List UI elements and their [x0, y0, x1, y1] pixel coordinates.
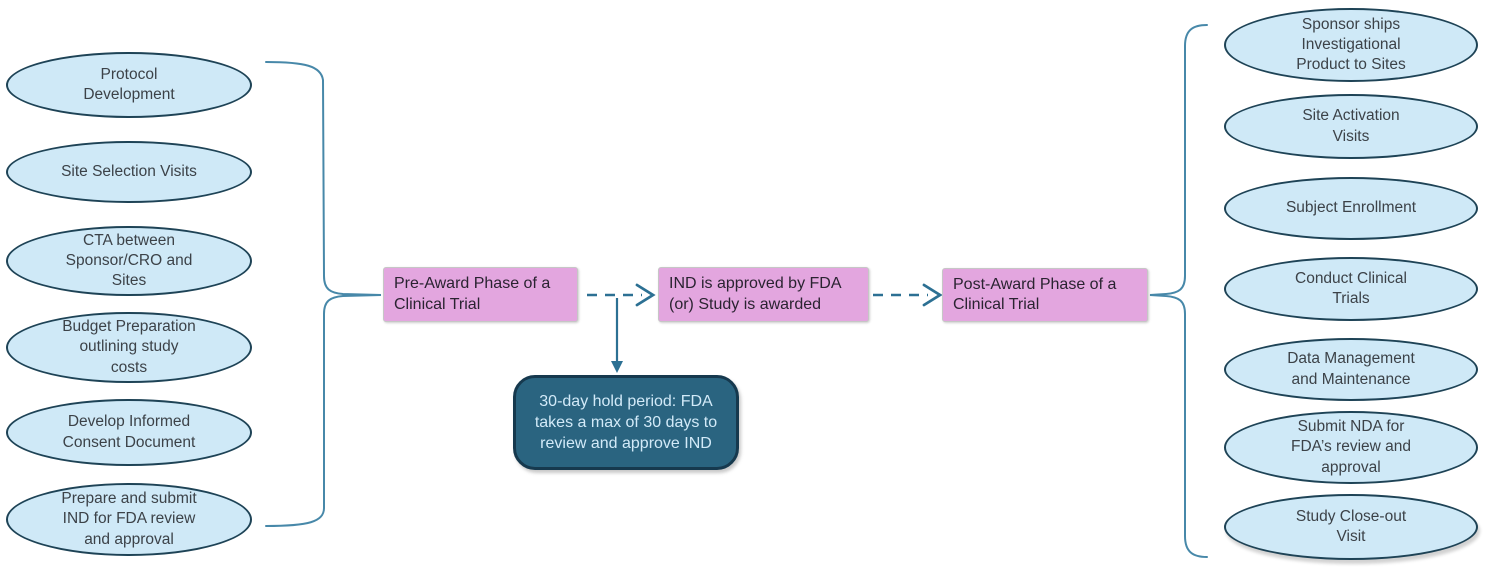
node-label: Prepare and submit IND for FDA review an… [61, 490, 197, 548]
node-label: Submit NDA for FDA’s review and approval [1290, 418, 1412, 476]
right-brace [1149, 24, 1208, 558]
node-label: Post-Award Phase of a Clinical Trial [953, 275, 1117, 313]
node-label: IND is approved by FDA (or) Study is awa… [669, 275, 842, 313]
node-label: 30-day hold period: FDA takes a max of 3… [534, 392, 718, 453]
node-label: Site Selection Visits [61, 162, 197, 180]
task-ellipse-site-selection-visits: Site Selection Visits [6, 141, 252, 203]
node-label: Develop Informed Consent Document [62, 413, 196, 451]
task-ellipse-sponsor-ships-product: Sponsor ships Investigational Product to… [1224, 8, 1478, 82]
node-label: Site Activation Visits [1302, 107, 1400, 145]
dashed-arrow-1-head [635, 283, 656, 307]
node-label: Protocol Development [83, 65, 175, 103]
task-ellipse-submit-nda: Submit NDA for FDA’s review and approval [1224, 411, 1478, 484]
left-brace [265, 61, 382, 527]
node-label: Budget Preparation outlining study costs [62, 318, 196, 376]
down-arrow-head [611, 361, 623, 373]
dashed-arrow-2-head [922, 283, 943, 307]
event-box-ind-approved: IND is approved by FDA (or) Study is awa… [658, 267, 869, 322]
node-label: Sponsor ships Investigational Product to… [1296, 15, 1406, 74]
node-label: Data Management and Maintenance [1287, 350, 1415, 388]
phase-box-pre-award: Pre-Award Phase of a Clinical Trial [383, 267, 578, 322]
task-ellipse-informed-consent: Develop Informed Consent Document [6, 399, 252, 466]
task-ellipse-budget-preparation: Budget Preparation outlining study costs [6, 312, 252, 383]
task-ellipse-cta-sponsor-cro-sites: CTA between Sponsor/CRO and Sites [6, 226, 252, 296]
task-ellipse-prepare-submit-ind: Prepare and submit IND for FDA review an… [6, 483, 252, 556]
node-label: Study Close-out Visit [1295, 507, 1407, 545]
node-label: Conduct Clinical Trials [1295, 269, 1407, 307]
task-ellipse-site-activation-visits: Site Activation Visits [1224, 94, 1478, 159]
task-ellipse-study-close-out: Study Close-out Visit [1224, 494, 1478, 560]
node-label: Pre-Award Phase of a Clinical Trial [394, 275, 551, 313]
note-box-30-day-hold: 30-day hold period: FDA takes a max of 3… [513, 375, 739, 470]
node-label: CTA between Sponsor/CRO and Sites [65, 231, 193, 290]
task-ellipse-protocol-development: Protocol Development [6, 52, 252, 118]
phase-box-post-award: Post-Award Phase of a Clinical Trial [942, 268, 1148, 322]
node-label: Subject Enrollment [1285, 199, 1417, 217]
task-ellipse-data-management: Data Management and Maintenance [1224, 338, 1478, 401]
task-ellipse-conduct-clinical-trials: Conduct Clinical Trials [1224, 257, 1478, 321]
task-ellipse-subject-enrollment: Subject Enrollment [1224, 177, 1478, 240]
